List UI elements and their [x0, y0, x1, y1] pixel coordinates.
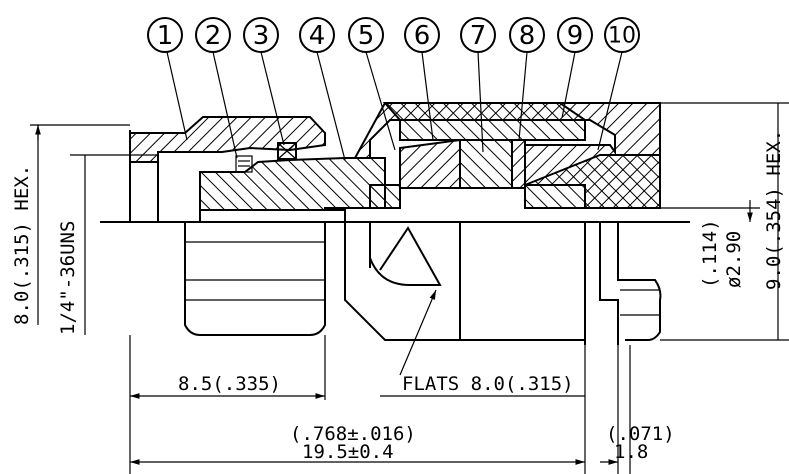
svg-text:ø2.90: ø2.90	[723, 231, 745, 288]
rear-body-section	[524, 154, 661, 209]
body-outline	[325, 209, 586, 341]
plug-outline	[129, 130, 201, 222]
svg-text:1/4"-36UNS: 1/4"-36UNS	[57, 221, 79, 335]
dim-plug-length: 8.5(.335)	[178, 373, 281, 395]
svg-text:2: 2	[205, 21, 222, 51]
callout-7: 7	[460, 17, 496, 53]
callout-10: 10	[604, 17, 640, 53]
svg-text:8.0(.315) HEX.: 8.0(.315) HEX.	[11, 165, 33, 325]
callout-9: 9	[557, 17, 593, 53]
coupling-hex-outline	[184, 222, 326, 336]
plug-body-section	[199, 157, 386, 211]
flats-triangle	[369, 226, 442, 286]
callout-1: 1	[147, 17, 183, 53]
callout-8: 8	[509, 17, 545, 53]
svg-text:9: 9	[567, 21, 584, 51]
svg-text:7: 7	[470, 21, 487, 51]
callout-balloons: 1 2 3 4 5 6 7 8 9 10	[147, 17, 640, 53]
svg-text:3: 3	[253, 21, 270, 51]
shell-band-section	[382, 102, 586, 141]
dim-lines-bottom	[129, 289, 631, 474]
callout-3: 3	[243, 17, 279, 53]
svg-text:1: 1	[157, 21, 174, 51]
outline-lower-half	[129, 130, 662, 345]
svg-text:9.0(.354) HEX.: 9.0(.354) HEX.	[763, 130, 785, 290]
section-upper-half	[129, 102, 661, 211]
rear-hex-outline	[584, 222, 662, 345]
svg-text:6: 6	[414, 21, 431, 51]
insulator-section	[399, 138, 461, 189]
callout-5: 5	[348, 17, 384, 53]
callout-6: 6	[404, 17, 440, 53]
svg-text:10: 10	[608, 24, 636, 49]
svg-text:5: 5	[358, 21, 375, 51]
dim-pin-inch: (.071)	[606, 423, 675, 445]
dim-bore: (.114) ø2.90	[660, 200, 760, 288]
dim-pin-mm: 1.8	[614, 441, 648, 463]
contact-section	[459, 139, 513, 189]
retainer-section	[511, 139, 526, 189]
dim-flats: FLATS 8.0(.315)	[402, 373, 574, 395]
dim-overall-inch: (.768±.016)	[290, 423, 416, 445]
sleeve-section	[369, 184, 401, 209]
gasket	[235, 155, 253, 173]
dim-hex-left: 8.0(.315) HEX.	[11, 124, 130, 325]
svg-text:8: 8	[519, 21, 536, 51]
callout-4: 4	[299, 17, 335, 53]
svg-text:4: 4	[309, 21, 326, 51]
o-ring	[277, 142, 297, 160]
callout-2: 2	[195, 17, 231, 53]
svg-text:(.114): (.114)	[699, 219, 721, 288]
dim-overall-mm: 19.5±0.4	[302, 441, 394, 463]
dim-hex-right: 9.0(.354) HEX.	[660, 102, 789, 341]
dim-thread: 1/4"-36UNS	[57, 154, 158, 335]
